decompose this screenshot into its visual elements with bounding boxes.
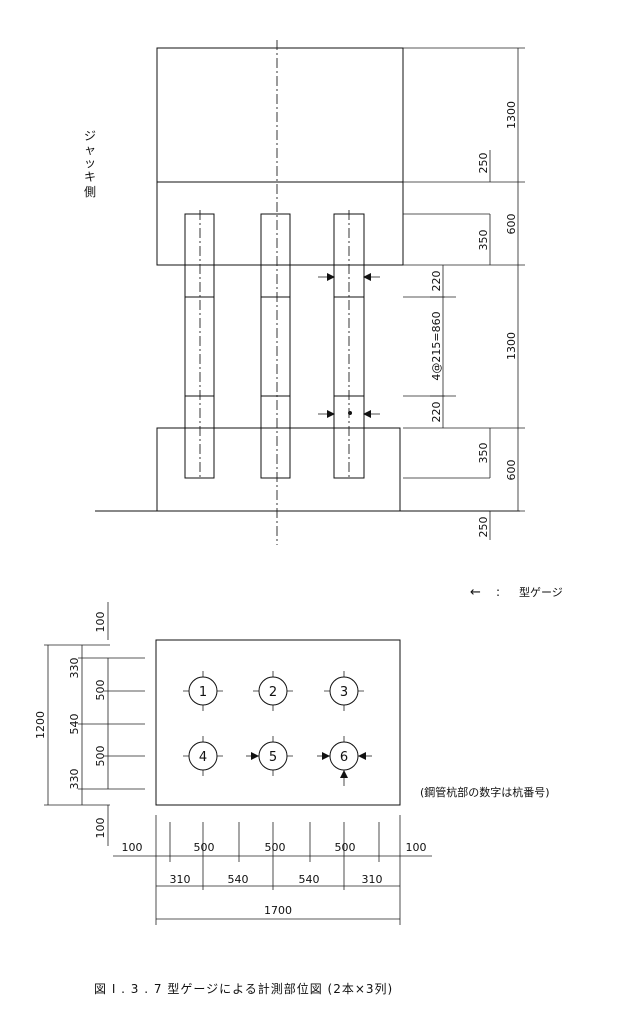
dim-500-bottom: 500: [94, 746, 107, 767]
pile-number: 6: [340, 750, 348, 765]
dim-330-top: 330: [68, 658, 81, 679]
legend: ← : 型ゲージ: [470, 585, 563, 600]
pile-number: 1: [199, 685, 207, 700]
plan-bottom-dimensions: 100 500 500 500 100 310 540 540 310 1700: [113, 815, 432, 925]
plan-view: 1 2 3 4 5: [34, 602, 550, 925]
dim-100-left: 100: [122, 841, 143, 854]
plan-left-dimensions: 100 1200 330 500 540 500 330 100: [34, 602, 145, 846]
pile-3: 3: [324, 671, 364, 711]
pile-number: 4: [199, 750, 207, 765]
dim-1300-top: 1300: [505, 101, 518, 129]
pile-left: [184, 213, 215, 479]
dim-1200: 1200: [34, 711, 47, 739]
legend-arrow: ←: [470, 585, 481, 600]
dim-500-b: 500: [265, 841, 286, 854]
legend-separator: :: [496, 585, 500, 599]
pile-number: 2: [269, 685, 277, 700]
pile-4: 4: [183, 736, 223, 776]
dim-500-top: 500: [94, 680, 107, 701]
side-label-char: ャ: [84, 143, 96, 157]
pile-6: 6: [317, 736, 372, 786]
dim-220-top: 220: [430, 271, 443, 292]
pile-2: 2: [253, 671, 293, 711]
dim-350-top: 350: [477, 230, 490, 251]
dim-500-a: 500: [194, 841, 215, 854]
side-label-char: 側: [84, 185, 96, 199]
dim-330-bottom: 330: [68, 769, 81, 790]
pile-middle: [260, 213, 291, 479]
dim-540-a: 540: [228, 873, 249, 886]
dim-1300-mid: 1300: [505, 332, 518, 360]
upper-footing: [156, 47, 404, 266]
elevation-view: 1300 250 600 350 220 4@215=860 1300 220 …: [95, 40, 525, 545]
pile-number-note: (鋼管杭部の数字は杭番号): [420, 785, 550, 799]
dim-100-right: 100: [406, 841, 427, 854]
dim-310-b: 310: [362, 873, 383, 886]
dim-350-bottom: 350: [477, 443, 490, 464]
figure-caption: 図 I . 3 . 7 型ゲージによる計測部位図 (2本×3列): [94, 981, 393, 996]
dim-250-top: 250: [477, 153, 490, 174]
dim-540-b: 540: [299, 873, 320, 886]
dim-600-bottom: 600: [505, 460, 518, 481]
legend-text: 型ゲージ: [519, 585, 563, 599]
pile-5: 5: [246, 736, 293, 776]
dim-310-a: 310: [170, 873, 191, 886]
side-label-char: ッ: [84, 156, 96, 170]
pile-number: 5: [269, 750, 277, 765]
dim-860: 4@215=860: [430, 311, 443, 380]
elevation-dimensions: 1300 250 600 350 220 4@215=860 1300 220 …: [403, 47, 525, 540]
dim-100-bottom: 100: [94, 818, 107, 839]
dim-540: 540: [68, 714, 81, 735]
dim-100-top: 100: [94, 612, 107, 633]
dim-1700: 1700: [264, 904, 292, 917]
footing-plan: [155, 639, 401, 806]
jack-side-label: ジ ャ ッ キ 側: [84, 129, 96, 199]
dim-220-bottom: 220: [430, 402, 443, 423]
pile-number: 3: [340, 685, 348, 700]
dim-250-bottom: 250: [477, 517, 490, 538]
dim-600-top: 600: [505, 214, 518, 235]
side-label-char: ジ: [84, 129, 96, 143]
pile-1: 1: [183, 671, 223, 711]
dim-500-c: 500: [335, 841, 356, 854]
side-label-char: キ: [84, 170, 96, 184]
